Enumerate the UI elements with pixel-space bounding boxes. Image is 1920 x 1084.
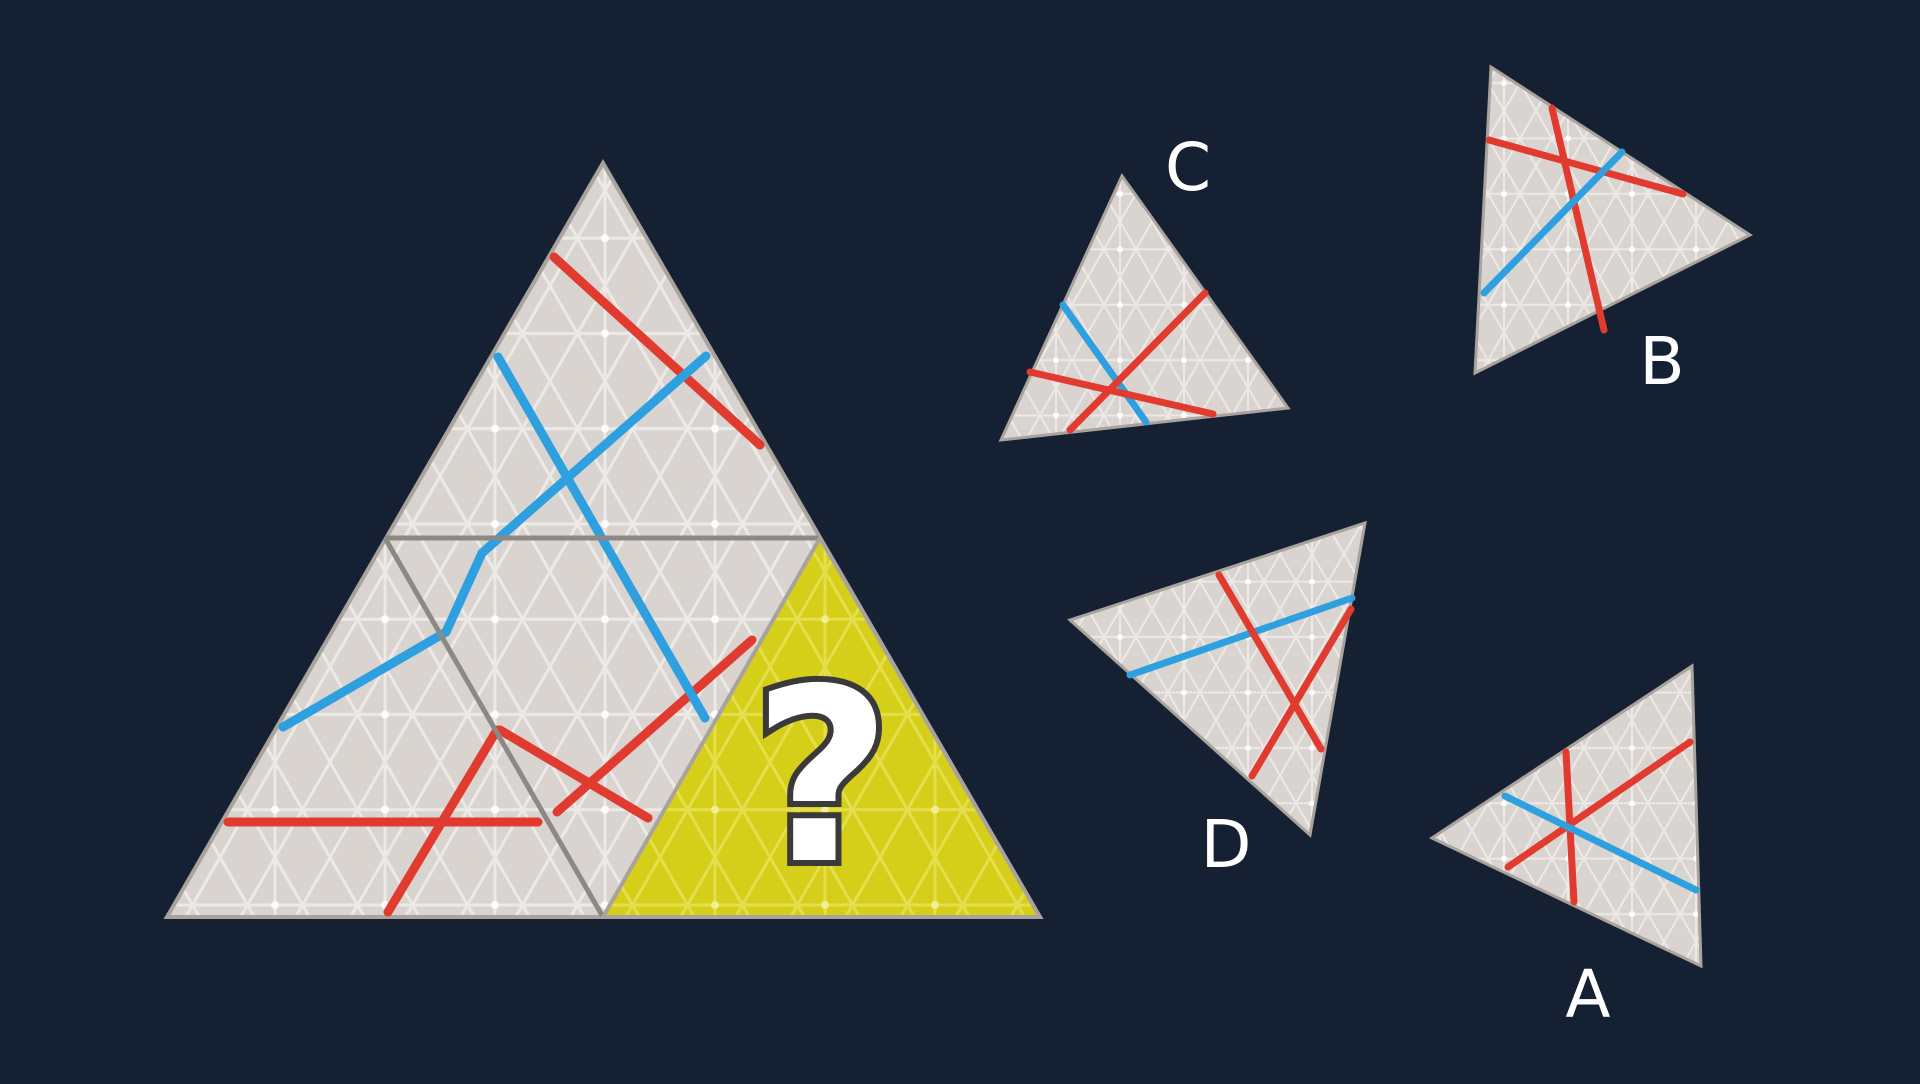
board-dividers — [382, 535, 820, 919]
missing-piece-slot[interactable] — [599, 533, 1044, 919]
option-b-tile — [1473, 64, 1754, 376]
board-blue-line — [477, 351, 711, 558]
option-c-piece[interactable] — [998, 173, 1291, 442]
option-c-blue-line — [1059, 301, 1150, 426]
question-mark-icon: ? — [746, 631, 897, 923]
divider-line — [382, 536, 606, 919]
option-b-piece[interactable] — [1473, 64, 1754, 376]
option-b-red-line — [1548, 104, 1608, 334]
option-c-red-line — [1026, 368, 1217, 418]
board-red-line — [383, 725, 502, 917]
option-a-piece[interactable] — [1428, 663, 1703, 969]
option-b-red-line — [1485, 136, 1687, 198]
option-c-red-line — [1066, 289, 1209, 434]
option-d-red-line — [1215, 571, 1325, 753]
board-blue-line — [278, 627, 451, 732]
puzzle-board: ? — [163, 159, 1044, 923]
board-red-line — [495, 725, 653, 823]
svg-text:?: ? — [752, 637, 891, 917]
option-a-label[interactable]: A — [1565, 956, 1611, 1033]
option-b-label[interactable]: B — [1639, 323, 1685, 400]
option-a-blue-line — [1501, 792, 1700, 894]
option-d-blue-line — [1126, 594, 1356, 679]
option-d-piece[interactable] — [1067, 520, 1367, 838]
board-red-line — [549, 252, 765, 450]
option-c-label[interactable]: C — [1164, 129, 1212, 206]
option-b-blue-line — [1480, 148, 1626, 297]
option-a-red-line — [1504, 738, 1694, 871]
board-blue-line — [441, 548, 487, 637]
board-red-line — [552, 635, 757, 817]
option-d-tile — [1067, 520, 1367, 838]
board-lines — [223, 252, 765, 917]
option-d-label[interactable]: D — [1200, 806, 1252, 883]
option-d-red-line — [1248, 605, 1355, 780]
